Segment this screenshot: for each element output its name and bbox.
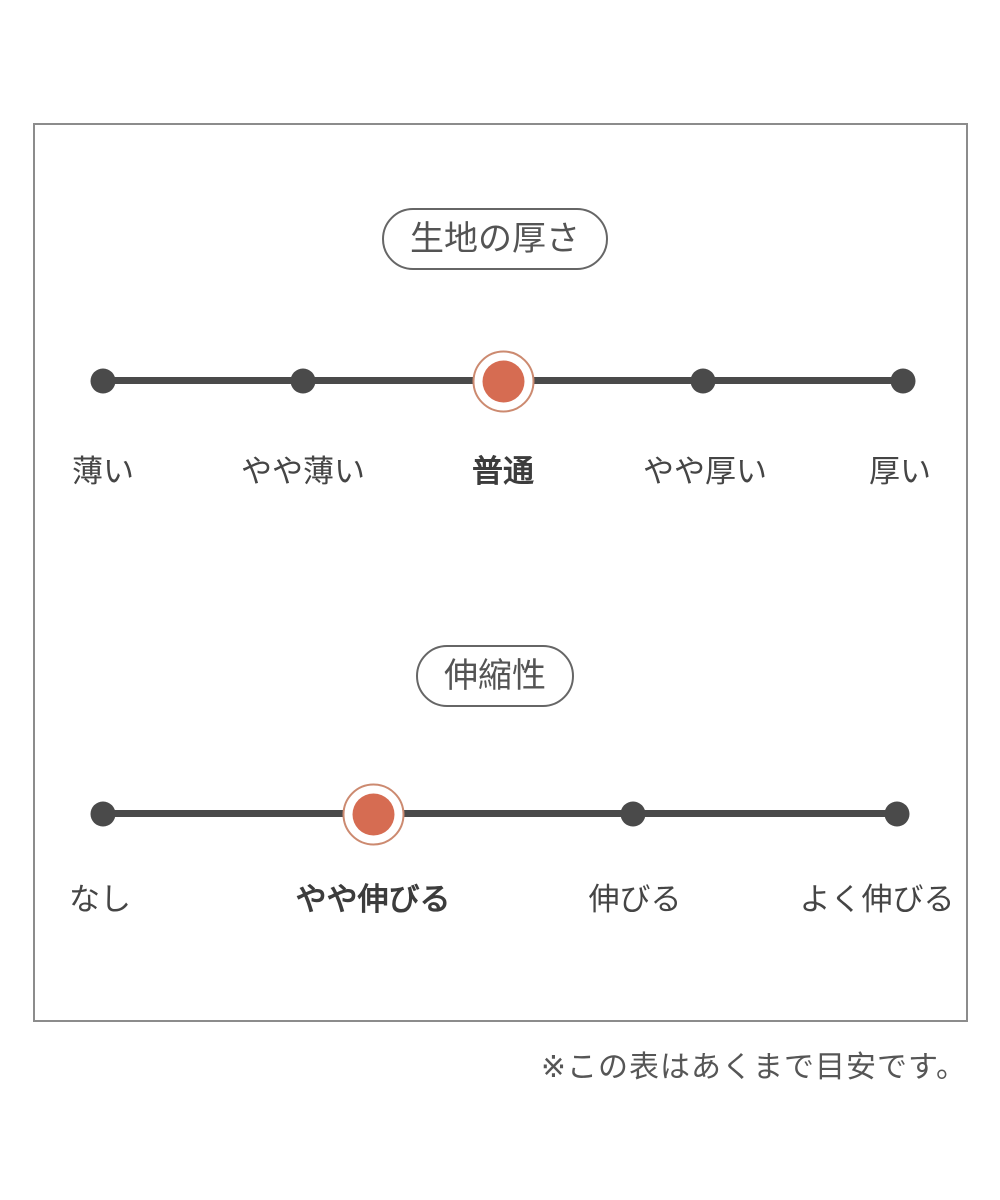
scale-dot-selected — [472, 350, 534, 412]
section-title: 伸縮性 — [444, 657, 546, 695]
scale-dot — [620, 801, 646, 827]
scale-label: なし — [69, 882, 131, 917]
section-title-pill-thickness: 生地の厚さ — [382, 208, 608, 270]
spec-frame — [33, 123, 968, 1022]
scale-label: よく伸びる — [799, 882, 955, 917]
scale-label: やや薄い — [241, 454, 365, 489]
scale-dot — [290, 368, 316, 394]
scale-dot — [90, 801, 116, 827]
scale-label: やや伸びる — [295, 882, 451, 917]
scale-track — [103, 810, 897, 817]
scale-dot — [690, 368, 716, 394]
scale-label: 厚い — [869, 454, 931, 489]
section-title-pill-stretch: 伸縮性 — [416, 645, 574, 707]
scale-dot — [890, 368, 916, 394]
scale-dot-selected — [342, 783, 404, 845]
disclaimer-note: ※この表はあくまで目安です。 — [540, 1051, 967, 1084]
scale-dot — [90, 368, 116, 394]
scale-dot — [884, 801, 910, 827]
section-title: 生地の厚さ — [410, 220, 580, 258]
scale-label: 普通 — [472, 454, 534, 489]
scale-label: 薄い — [72, 454, 134, 489]
scale-label: 伸びる — [588, 882, 682, 917]
scale-label: やや厚い — [643, 454, 767, 489]
